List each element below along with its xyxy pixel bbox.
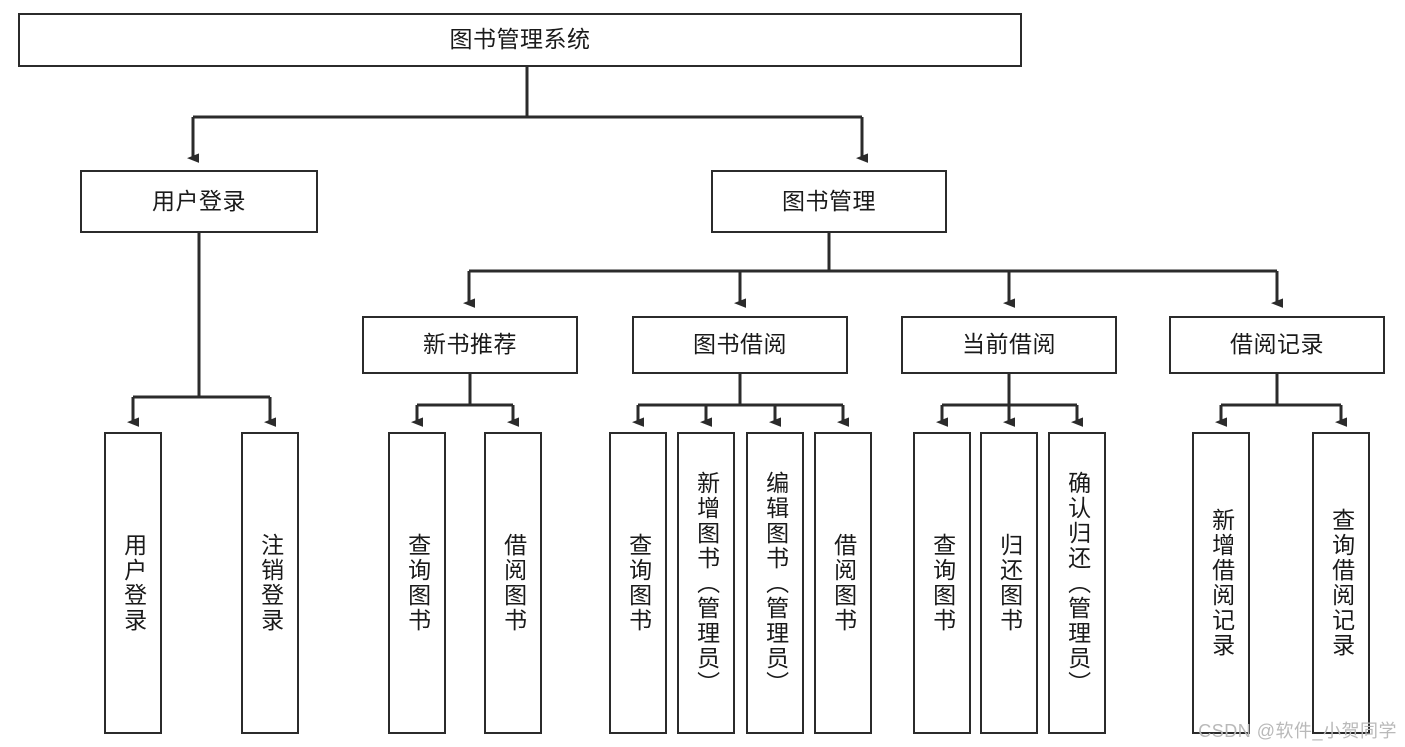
leaf-current-return-book[interactable]: 归还图书	[980, 432, 1038, 734]
node-label: 注销登录	[257, 533, 284, 633]
node-new-book-recommend[interactable]: 新书推荐	[362, 316, 578, 374]
leaf-borrow-query-book[interactable]: 查询图书	[609, 432, 667, 734]
node-label: 新增图书（管理员）	[693, 470, 720, 696]
node-label: 当前借阅	[962, 331, 1056, 358]
node-root-system[interactable]: 图书管理系统	[18, 13, 1022, 67]
leaf-borrow-borrow-book[interactable]: 借阅图书	[814, 432, 872, 734]
node-label: 查询图书	[404, 533, 431, 633]
leaf-record-add-record[interactable]: 新增借阅记录	[1192, 432, 1250, 734]
leaf-recommend-query-book[interactable]: 查询图书	[388, 432, 446, 734]
leaf-user-login-signout[interactable]: 注销登录	[241, 432, 299, 734]
node-label: 新书推荐	[423, 331, 517, 358]
node-book-management[interactable]: 图书管理	[711, 170, 947, 233]
leaf-borrow-add-book-admin[interactable]: 新增图书（管理员）	[677, 432, 735, 734]
node-borrow-record[interactable]: 借阅记录	[1169, 316, 1385, 374]
leaf-recommend-borrow-book[interactable]: 借阅图书	[484, 432, 542, 734]
node-label: 查询借阅记录	[1328, 508, 1355, 658]
node-label: 查询图书	[929, 533, 956, 633]
node-label: 借阅图书	[500, 533, 527, 633]
node-label: 借阅图书	[830, 533, 857, 633]
node-label: 编辑图书（管理员）	[762, 470, 789, 696]
node-label: 借阅记录	[1230, 331, 1324, 358]
node-current-borrow[interactable]: 当前借阅	[901, 316, 1117, 374]
node-book-borrow[interactable]: 图书借阅	[632, 316, 848, 374]
leaf-current-query-book[interactable]: 查询图书	[913, 432, 971, 734]
node-label: 用户登录	[152, 187, 246, 214]
node-label: 新增借阅记录	[1208, 508, 1235, 658]
node-user-login[interactable]: 用户登录	[80, 170, 318, 233]
node-label: 图书管理	[782, 187, 876, 214]
leaf-user-login-signin[interactable]: 用户登录	[104, 432, 162, 734]
node-label: 查询图书	[625, 533, 652, 633]
node-label: 归还图书	[996, 533, 1023, 633]
csdn-watermark: CSDN @软件_小贺同学	[1198, 721, 1397, 741]
leaf-borrow-edit-book-admin[interactable]: 编辑图书（管理员）	[746, 432, 804, 734]
node-label: 用户登录	[120, 533, 147, 633]
node-label: 图书管理系统	[449, 26, 591, 53]
node-label: 图书借阅	[693, 331, 787, 358]
node-label: 确认归还（管理员）	[1064, 470, 1091, 696]
leaf-current-confirm-return-admin[interactable]: 确认归还（管理员）	[1048, 432, 1106, 734]
leaf-record-query-record[interactable]: 查询借阅记录	[1312, 432, 1370, 734]
